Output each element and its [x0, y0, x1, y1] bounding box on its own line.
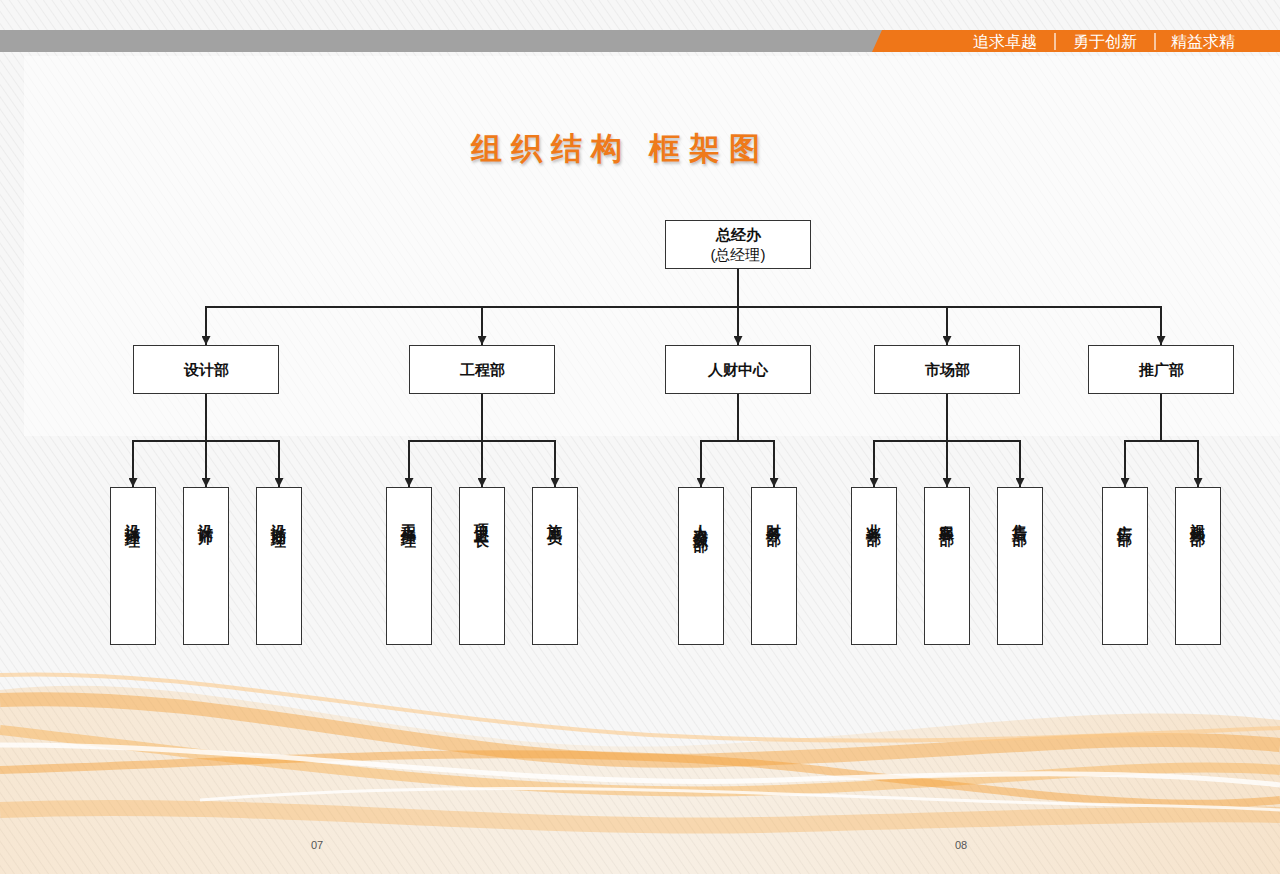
- hierarchy-arrow: [738, 269, 947, 345]
- department-box: 设计部: [133, 345, 279, 394]
- node-label: 设计师: [196, 512, 216, 521]
- hierarchy-arrow: [206, 394, 279, 487]
- chart-title: 组织结构 框架图: [380, 128, 860, 170]
- unit-box: 业务部: [851, 487, 897, 645]
- hierarchy-arrow: [701, 394, 738, 487]
- department-box: 工程部: [409, 345, 555, 394]
- orange-wave: [0, 686, 1280, 874]
- header-orange-bar: [872, 30, 1280, 52]
- unit-box: 广告部: [1102, 487, 1148, 645]
- hierarchy-arrow: [874, 394, 947, 487]
- unit-box: 视频部: [1175, 487, 1221, 645]
- unit-box: 客服部: [924, 487, 970, 645]
- unit-box: 设计经理: [110, 487, 156, 645]
- motto-text: 追求卓越: [965, 31, 1045, 53]
- department-box: 人财中心: [665, 345, 811, 394]
- node-label: 设计部: [184, 360, 229, 380]
- node-label: 人财中心: [708, 360, 768, 380]
- motto-text: 精益求精: [1163, 31, 1243, 53]
- unit-box: 工程经理: [386, 487, 432, 645]
- node-label: 设计助理: [269, 512, 289, 524]
- node-label: 市场部: [925, 360, 970, 380]
- unit-box: 售后部: [997, 487, 1043, 645]
- hierarchy-arrow: [133, 394, 206, 487]
- white-highlight-wave: [200, 788, 1280, 810]
- hierarchy-arrow: [482, 269, 738, 345]
- node-label: 客服部: [937, 512, 957, 521]
- hierarchy-arrow: [946, 394, 948, 487]
- node-label: 业务部: [864, 512, 884, 521]
- node-label: 售后部: [1010, 512, 1030, 521]
- unit-box: 项目工长: [459, 487, 505, 645]
- orange-wave: [0, 674, 1280, 740]
- header-gray-bar: [0, 30, 890, 52]
- hierarchy-arrow: [1161, 394, 1198, 487]
- hierarchy-arrow: [409, 394, 482, 487]
- chart-panel: [24, 56, 1280, 436]
- unit-box: 人力资源部: [678, 487, 724, 645]
- hierarchy-arrow: [947, 394, 1020, 487]
- department-box: 推广部: [1088, 345, 1234, 394]
- page-number: 08: [946, 838, 976, 852]
- node-label: 设计经理: [123, 512, 143, 524]
- node-label: 广告部: [1115, 512, 1135, 521]
- node-label: 视频部: [1188, 512, 1208, 521]
- unit-box: 设计师: [183, 487, 229, 645]
- motto-text: 勇于创新: [1065, 31, 1145, 53]
- hierarchy-arrow: [206, 269, 738, 345]
- hierarchy-arrow: [205, 394, 207, 487]
- node-label: 工程经理: [399, 512, 419, 524]
- node-label: 人力资源部: [691, 512, 711, 527]
- hierarchy-arrow: [481, 394, 483, 487]
- page-number: 07: [302, 838, 332, 852]
- hierarchy-arrow: [738, 269, 1161, 345]
- hierarchy-arrow: [482, 394, 555, 487]
- hierarchy-arrow: [738, 394, 774, 487]
- executive-box: 总经办(总经理): [665, 220, 811, 269]
- department-box: 市场部: [874, 345, 1020, 394]
- node-label: 总经办: [716, 225, 761, 245]
- motto-separator: [1054, 33, 1055, 50]
- unit-box: 财务部: [751, 487, 797, 645]
- node-label: 项目工长: [472, 512, 492, 524]
- node-subtitle: (总经理): [711, 245, 766, 265]
- orange-wave: [0, 808, 1280, 826]
- unit-box: 设计助理: [256, 487, 302, 645]
- hierarchy-arrow: [1125, 394, 1161, 487]
- white-highlight-wave: [0, 745, 1280, 785]
- node-label: 工程部: [460, 360, 505, 380]
- motto-separator: [1154, 33, 1155, 50]
- unit-box: 施工员: [532, 487, 578, 645]
- node-label: 施工员: [545, 512, 565, 521]
- node-label: 财务部: [764, 512, 784, 521]
- hierarchy-arrow: [737, 269, 739, 345]
- node-label: 推广部: [1139, 360, 1184, 380]
